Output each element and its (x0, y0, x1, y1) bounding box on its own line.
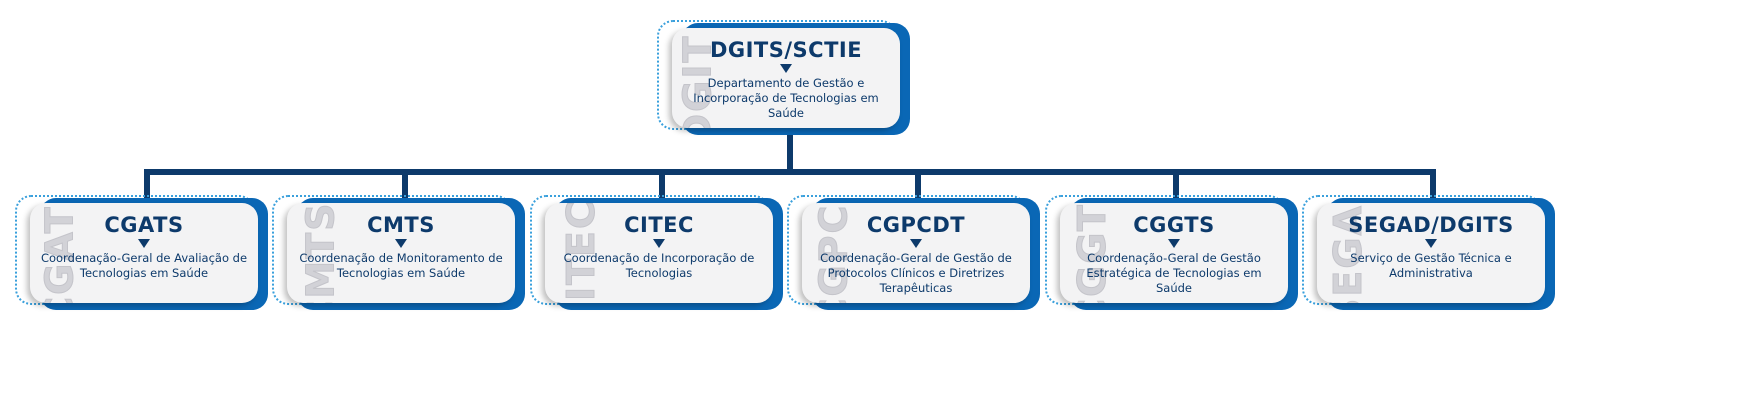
connector-drop (915, 169, 921, 201)
node-title: CGGTS (1133, 213, 1215, 237)
connector-drop (402, 169, 408, 201)
triangle-down-icon (138, 239, 150, 248)
card: CMTS CMTS Coordenação de Monitoramento d… (287, 203, 515, 303)
node-description: Coordenação de Incorporação de Tecnologi… (563, 251, 755, 280)
connector-top (787, 128, 793, 174)
connector-horizontal (144, 169, 1436, 175)
card: CGGT CGGTS Coordenação-Geral de Gestão E… (1060, 203, 1288, 303)
node-description: Serviço de Gestão Técnica e Administrati… (1350, 251, 1512, 280)
node-cmts: CMTS CMTS Coordenação de Monitoramento d… (272, 195, 525, 310)
triangle-down-icon (910, 239, 922, 248)
connector-drop (659, 169, 665, 201)
card: SEGA SEGAD/DGITS Serviço de Gestão Técni… (1317, 203, 1545, 303)
node-segad-dgits: SEGA SEGAD/DGITS Serviço de Gestão Técni… (1302, 195, 1555, 310)
card: CGAT CGATS Coordenação-Geral de Avaliaçã… (30, 203, 258, 303)
triangle-down-icon (395, 239, 407, 248)
connector-drop (1430, 169, 1436, 201)
node-title: CGATS (104, 213, 184, 237)
node-dgits-sctie: DGIT DGITS/SCTIE Departamento de Gestão … (657, 20, 910, 135)
card: CITEC CITEC Coordenação de Incorporação … (545, 203, 773, 303)
card: DGIT DGITS/SCTIE Departamento de Gestão … (672, 28, 900, 128)
node-cgats: CGAT CGATS Coordenação-Geral de Avaliaçã… (15, 195, 268, 310)
node-citec: CITEC CITEC Coordenação de Incorporação … (530, 195, 783, 310)
node-title: CGPCDT (866, 213, 966, 237)
triangle-down-icon (1168, 239, 1180, 248)
node-cggts: CGGT CGGTS Coordenação-Geral de Gestão E… (1045, 195, 1298, 310)
node-title: SEGAD/DGITS (1348, 213, 1514, 237)
node-description: Departamento de Gestão e Incorporação de… (693, 76, 879, 120)
node-description: Coordenação-Geral de Gestão de Protocolo… (820, 251, 1012, 295)
node-title: CITEC (624, 213, 694, 237)
connector-drop (1173, 169, 1179, 201)
triangle-down-icon (1425, 239, 1437, 248)
triangle-down-icon (653, 239, 665, 248)
node-cgpcdt: CGPC CGPCDT Coordenação-Geral de Gestão … (787, 195, 1040, 310)
node-description: Coordenação-Geral de Gestão Estratégica … (1086, 251, 1262, 295)
connector-drop (144, 169, 150, 201)
node-description: Coordenação de Monitoramento de Tecnolog… (299, 251, 503, 280)
node-title: DGITS/SCTIE (709, 38, 863, 62)
node-title: CMTS (367, 213, 435, 237)
node-description: Coordenação-Geral de Avaliação de Tecnol… (40, 251, 248, 280)
triangle-down-icon (780, 64, 792, 73)
card: CGPC CGPCDT Coordenação-Geral de Gestão … (802, 203, 1030, 303)
